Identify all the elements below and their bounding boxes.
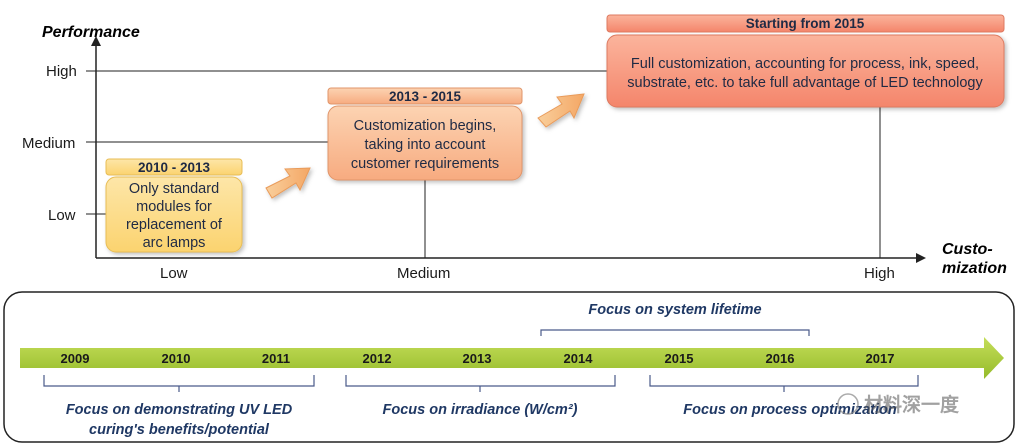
stage-1-line-3: replacement of bbox=[126, 217, 223, 233]
watermark: 材料深一度 bbox=[837, 393, 960, 416]
year-2014: 2014 bbox=[564, 351, 594, 366]
year-2010: 2010 bbox=[162, 351, 191, 366]
stage-1: 2010 - 2013 Only standard modules for re… bbox=[105, 158, 243, 253]
y-label-low: Low bbox=[48, 207, 76, 224]
stage-1-line-4: arc lamps bbox=[143, 235, 206, 251]
stage-2-line-3: customer requirements bbox=[351, 156, 499, 172]
y-label-high: High bbox=[46, 63, 77, 80]
timeline-arrow bbox=[20, 337, 1004, 379]
watermark-icon bbox=[837, 393, 859, 415]
focus-bottom-2-line-1: Focus on irradiance (W/cm²) bbox=[383, 402, 578, 418]
y-axis-arrowhead bbox=[91, 36, 101, 46]
progress-arrow-1 bbox=[265, 167, 311, 199]
stage-2-header bbox=[327, 87, 523, 105]
year-2012: 2012 bbox=[363, 351, 392, 366]
stage-2-box bbox=[327, 105, 523, 181]
y-label-medium: Medium bbox=[22, 135, 75, 152]
stage-2-period: 2013 - 2015 bbox=[389, 89, 462, 104]
year-2009: 2009 bbox=[61, 351, 90, 366]
stage-1-header bbox=[105, 158, 243, 176]
stage-3-line-2: substrate, etc. to take full advantage o… bbox=[627, 75, 983, 91]
focus-bottom-bracket-2 bbox=[345, 375, 616, 392]
stage-3-box bbox=[606, 34, 1005, 108]
stage-2: 2013 - 2015 Customization begins, taking… bbox=[327, 87, 523, 181]
y-axis-title: Performance bbox=[42, 24, 140, 41]
x-label-medium: Medium bbox=[397, 265, 450, 282]
stage-2-line-1: Customization begins, bbox=[354, 118, 497, 134]
year-2017: 2017 bbox=[866, 351, 895, 366]
watermark-text: 材料深一度 bbox=[864, 393, 960, 416]
focus-bottom-1-line-2: curing's benefits/potential bbox=[89, 422, 270, 438]
stage-1-line-1: Only standard bbox=[129, 181, 219, 197]
x-label-low: Low bbox=[160, 265, 188, 282]
stage-2-line-2: taking into account bbox=[365, 137, 486, 153]
x-axis-title-line2: mization bbox=[942, 260, 1007, 277]
x-axis-title-line1: Custo- bbox=[942, 241, 993, 258]
x-axis-arrowhead bbox=[916, 253, 926, 263]
focus-top-bracket bbox=[540, 329, 810, 336]
stage-1-box bbox=[105, 176, 243, 253]
focus-bottom-1-line-1: Focus on demonstrating UV LED bbox=[66, 402, 293, 418]
stage-3-period: Starting from 2015 bbox=[746, 16, 865, 31]
stage-3-header bbox=[606, 14, 1005, 33]
year-2013: 2013 bbox=[463, 351, 492, 366]
year-2016: 2016 bbox=[766, 351, 795, 366]
focus-bottom-3-line-1: Focus on process optimization bbox=[683, 402, 897, 418]
stage-1-period: 2010 - 2013 bbox=[138, 160, 211, 175]
progress-arrow-2 bbox=[537, 93, 585, 128]
stage-3: Starting from 2015 Full customization, a… bbox=[606, 14, 1005, 108]
year-2015: 2015 bbox=[665, 351, 694, 366]
focus-top-label: Focus on system lifetime bbox=[588, 302, 761, 318]
focus-bottom-bracket-3 bbox=[649, 375, 919, 392]
stage-3-line-1: Full customization, accounting for proce… bbox=[631, 56, 979, 72]
x-label-high: High bbox=[864, 265, 895, 282]
stage-1-line-2: modules for bbox=[136, 199, 212, 215]
year-2011: 2011 bbox=[262, 351, 290, 366]
focus-bottom-bracket-1 bbox=[43, 375, 315, 392]
